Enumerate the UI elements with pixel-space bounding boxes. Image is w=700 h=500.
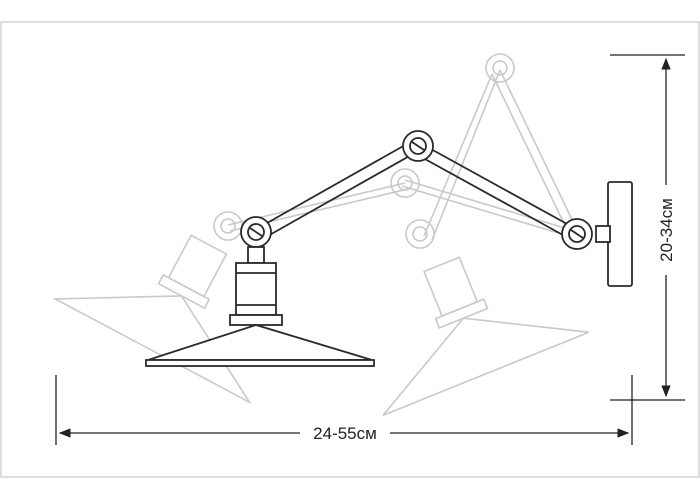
- lamp-shade: [147, 324, 373, 361]
- socket-ring: [229, 314, 283, 326]
- main-lamp: [145, 130, 633, 367]
- upper-arm: [413, 142, 579, 241]
- wall-mount-plate: [607, 181, 633, 287]
- lower-arm: [259, 139, 421, 238]
- socket-body: [235, 262, 277, 316]
- mount-joint: [561, 218, 593, 250]
- frame-border: [0, 21, 700, 478]
- socket-neck: [247, 246, 265, 264]
- shade-rim: [145, 359, 375, 367]
- ghost-positions: [52, 53, 590, 417]
- height-dimension-label: 20-34см: [657, 198, 676, 262]
- width-dimension-label: 24-55см: [313, 424, 377, 443]
- dimension-lines: [55, 54, 685, 445]
- top-joint: [402, 130, 434, 162]
- shade-joint: [240, 216, 272, 248]
